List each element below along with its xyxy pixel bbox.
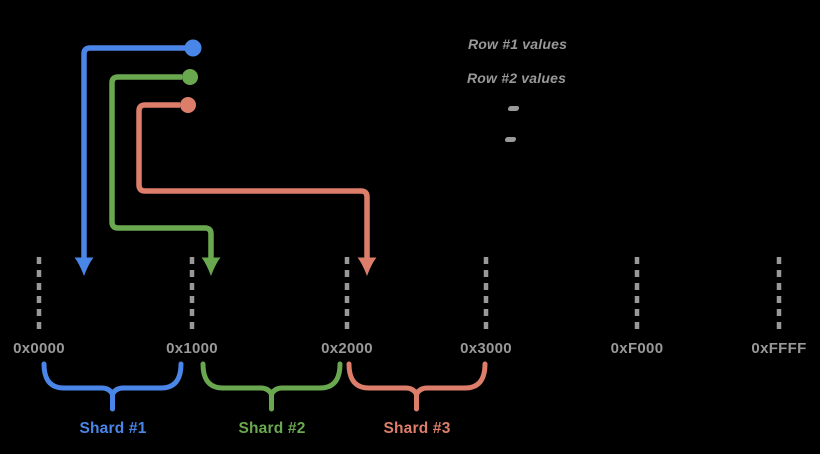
row1-values-label: Row #1 values bbox=[468, 36, 568, 52]
arrow-row1-to-shard1 bbox=[74, 39, 202, 276]
shard3-label: Shard #3 bbox=[383, 420, 451, 437]
tick-label-0xFFFF: 0xFFFF bbox=[751, 340, 807, 357]
tick-label-0x0000: 0x0000 bbox=[13, 340, 65, 357]
arrow-row3-source-dot bbox=[180, 97, 196, 113]
shard2-brace bbox=[200, 361, 343, 412]
arrow-row1-arrowhead-icon bbox=[74, 257, 94, 276]
shard3-brace bbox=[346, 361, 488, 412]
keyspace-tick-lines bbox=[36, 257, 782, 331]
more-rows-ellipsis-dot bbox=[504, 137, 517, 142]
tick-label-0x3000: 0x3000 bbox=[460, 340, 512, 357]
shard3-brace-bar bbox=[346, 361, 488, 399]
row2-values-label: Row #2 values bbox=[467, 70, 567, 86]
arrow-row1-line bbox=[81, 45, 185, 258]
arrow-row2-source-dot bbox=[182, 69, 198, 85]
tick-label-0x1000: 0x1000 bbox=[166, 340, 218, 357]
shard1-label: Shard #1 bbox=[79, 420, 147, 437]
arrow-row3-line bbox=[136, 102, 370, 258]
shard2-label: Shard #2 bbox=[238, 420, 306, 437]
arrow-row3-arrowhead-icon bbox=[357, 257, 377, 276]
tick-label-0x2000: 0x2000 bbox=[321, 340, 373, 357]
shard1-brace bbox=[41, 361, 184, 412]
arrow-row2-line bbox=[109, 74, 214, 258]
arrow-row2-to-shard2 bbox=[109, 69, 221, 276]
arrow-row1-source-dot bbox=[184, 39, 202, 57]
more-rows-ellipsis-dot bbox=[507, 106, 520, 111]
arrow-row3-to-shard3 bbox=[136, 97, 377, 276]
tick-label-0xF000: 0xF000 bbox=[610, 340, 664, 357]
arrow-row2-arrowhead-icon bbox=[201, 257, 221, 276]
